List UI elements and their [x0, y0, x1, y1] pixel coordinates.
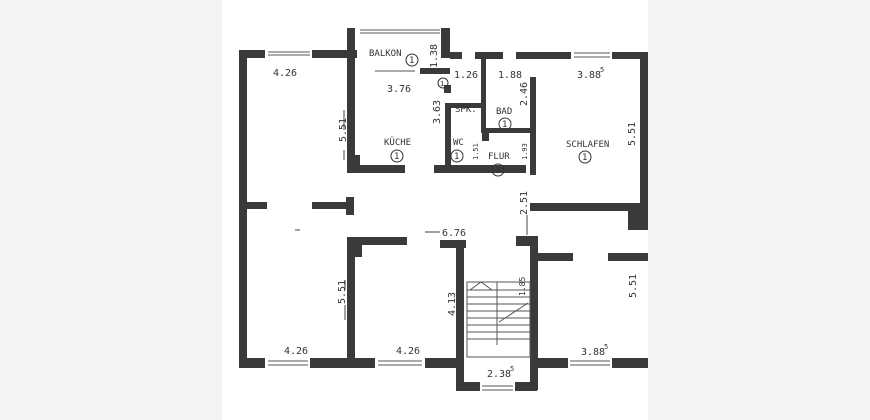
dim-kueche-width: 3.76 — [387, 84, 411, 95]
dim-schlafen-width: 3.88 — [577, 70, 601, 81]
dim-stair-width: 2.38 — [487, 369, 511, 380]
room-label-wc: WC — [453, 138, 464, 148]
room-label-balkon: BALKON — [369, 49, 402, 59]
dim-bottom-right-depth: 5.51 — [628, 274, 639, 298]
dim-top-left-depth: 5.51 — [338, 118, 349, 142]
room-number: 1 — [502, 120, 507, 130]
dimension-lines — [295, 110, 528, 320]
dim-stair-landing: 1.85 — [518, 277, 527, 296]
room-label-flur: FLUR — [488, 152, 510, 162]
dim-stair-depth: 4.13 — [447, 292, 458, 316]
room-label-bad: BAD — [496, 107, 512, 117]
dim-bad-width: 1.88 — [498, 70, 522, 81]
dim-bottom-mid-width: 4.26 — [396, 346, 420, 357]
dim-corridor-depth: 2.51 — [519, 191, 530, 215]
dim-bottom-left-depth: 5.51 — [337, 280, 348, 304]
dim-superscript: 5 — [604, 343, 608, 351]
room-number: 1 — [454, 152, 459, 162]
room-label-spk: SPK. — [455, 105, 477, 115]
room-number: 1 — [394, 152, 399, 162]
dim-flur-depth: 1.93 — [521, 143, 529, 160]
room-number: 1 — [582, 153, 587, 163]
dim-balkon-depth: 1.38 — [429, 44, 440, 68]
dim-corridor-width: 6.76 — [442, 228, 466, 239]
dim-superscript: 5 — [600, 66, 604, 74]
dim-bottom-right-width: 3.88 — [581, 347, 605, 358]
room-number: 1 — [440, 80, 444, 88]
room-number: 1 — [409, 56, 414, 66]
walls — [239, 28, 648, 391]
staircase — [466, 281, 531, 358]
dim-bottom-left-width: 4.26 — [284, 346, 308, 357]
dim-bad-depth: 2.46 — [519, 82, 530, 106]
dim-wc-depth: 1.51 — [472, 143, 480, 160]
dim-spk-width: 1.26 — [454, 70, 478, 81]
windows — [268, 29, 610, 391]
room-numbers — [390, 53, 592, 177]
room-number: 1 — [495, 166, 500, 176]
room-label-kueche: KÜCHE — [384, 137, 411, 148]
room-label-schlafen: SCHLAFEN — [566, 140, 609, 150]
dim-top-left-width: 4.26 — [273, 68, 297, 79]
dim-kueche-depth: 3.63 — [432, 100, 443, 124]
dim-superscript: 5 — [510, 365, 514, 373]
dim-schlafen-depth: 5.51 — [627, 122, 638, 146]
